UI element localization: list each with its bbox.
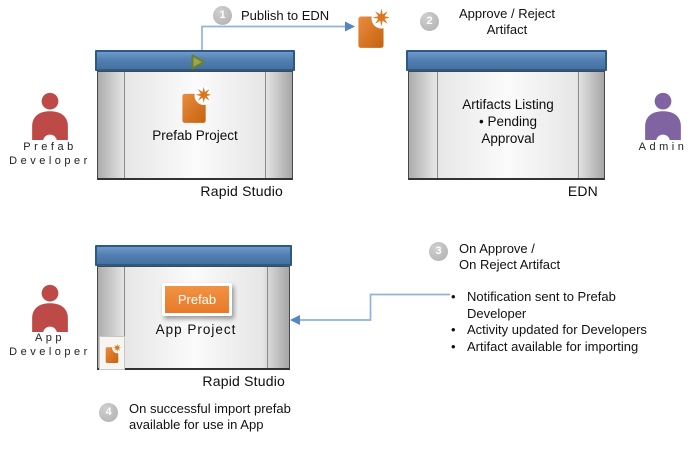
note-text: Artifact available for importing bbox=[467, 338, 639, 354]
pane-divider bbox=[578, 72, 579, 178]
actor-label-admin: Admin bbox=[616, 140, 700, 154]
window-titlebar bbox=[95, 245, 292, 266]
step-4-line: On successful import prefab bbox=[129, 401, 291, 416]
step-1-label: Publish to EDN bbox=[241, 8, 330, 23]
bullet-icon: • bbox=[451, 338, 456, 354]
actor-label-line: Admin bbox=[638, 141, 688, 153]
window-edn: Artifacts Listing • Pending Approval bbox=[406, 50, 607, 180]
project-label: Prefab Project bbox=[152, 128, 238, 143]
imported-prefab-slot bbox=[99, 336, 125, 370]
step-4-label: On successful import prefab available fo… bbox=[129, 401, 291, 433]
window-caption: Rapid Studio bbox=[200, 183, 283, 199]
window-body: Prefab Project bbox=[97, 71, 293, 180]
bullet-icon: • bbox=[451, 289, 456, 304]
step-3-line: On Reject Artifact bbox=[459, 257, 561, 272]
step-3-label: On Approve / On Reject Artifact bbox=[459, 241, 560, 273]
step-2-line: Approve / Reject bbox=[458, 6, 556, 21]
person-icon-app-developer bbox=[32, 284, 68, 333]
step-3-badge: 3 bbox=[429, 242, 448, 261]
artifacts-listing: Artifacts Listing • Pending Approval bbox=[437, 96, 579, 147]
actor-label-line: Prefab bbox=[23, 141, 77, 153]
actor-label-line: Developer bbox=[9, 155, 91, 167]
actor-label-line: Developer bbox=[9, 346, 91, 358]
bullet-icon: • bbox=[451, 322, 456, 337]
approval-notes-list: • Notification sent to Prefab Developer … bbox=[451, 289, 677, 355]
step-4-badge: 4 bbox=[99, 403, 118, 422]
pane-divider bbox=[267, 267, 268, 368]
pane-divider bbox=[437, 72, 438, 178]
window-titlebar bbox=[406, 50, 607, 71]
window-caption: Rapid Studio bbox=[202, 373, 285, 389]
window-body: Prefab App Project bbox=[97, 266, 290, 370]
list-item: • Activity updated for Developers bbox=[451, 322, 677, 339]
list-item: • Artifact available for importing bbox=[451, 339, 677, 356]
pane-divider bbox=[265, 72, 266, 178]
window-rapid-studio-bottom: Prefab App Project bbox=[95, 245, 292, 370]
prefab-button: Prefab bbox=[162, 283, 232, 316]
window-rapid-studio-top: Prefab Project bbox=[95, 50, 295, 180]
person-icon-prefab-developer bbox=[32, 92, 68, 141]
actor-label-prefab-developer: Prefab Developer bbox=[3, 140, 97, 168]
step-2-badge: 2 bbox=[420, 12, 439, 31]
artifact-document-icon bbox=[182, 86, 211, 123]
artifacts-listing-line: • Pending bbox=[478, 114, 538, 129]
pane-divider bbox=[124, 267, 125, 368]
published-artifact-icon bbox=[358, 8, 389, 48]
artifacts-listing-line: Artifacts Listing bbox=[462, 97, 554, 112]
actor-label-line: App bbox=[34, 332, 66, 344]
step-2-label: Approve / Reject Artifact bbox=[446, 6, 568, 38]
project-label: App Project bbox=[155, 322, 237, 337]
window-titlebar bbox=[95, 50, 295, 71]
artifacts-listing-line: Approval bbox=[481, 131, 535, 146]
list-item: • Notification sent to Prefab Developer bbox=[451, 289, 677, 322]
actor-label-app-developer: App Developer bbox=[3, 331, 97, 359]
step-2-line: Artifact bbox=[486, 22, 528, 37]
window-body: Artifacts Listing • Pending Approval bbox=[408, 71, 605, 180]
window-caption: EDN bbox=[567, 183, 598, 199]
note-text: Notification sent to Prefab Developer bbox=[467, 289, 616, 321]
play-icon bbox=[191, 54, 205, 70]
note-text: Activity updated for Developers bbox=[467, 322, 647, 337]
step-1-badge: 1 bbox=[213, 6, 232, 25]
artifact-document-icon-small bbox=[105, 343, 121, 363]
person-icon-admin bbox=[645, 92, 681, 141]
step-4-line: available for use in App bbox=[129, 417, 264, 432]
pane-divider bbox=[124, 72, 125, 178]
step-3-line: On Approve / bbox=[459, 241, 535, 256]
